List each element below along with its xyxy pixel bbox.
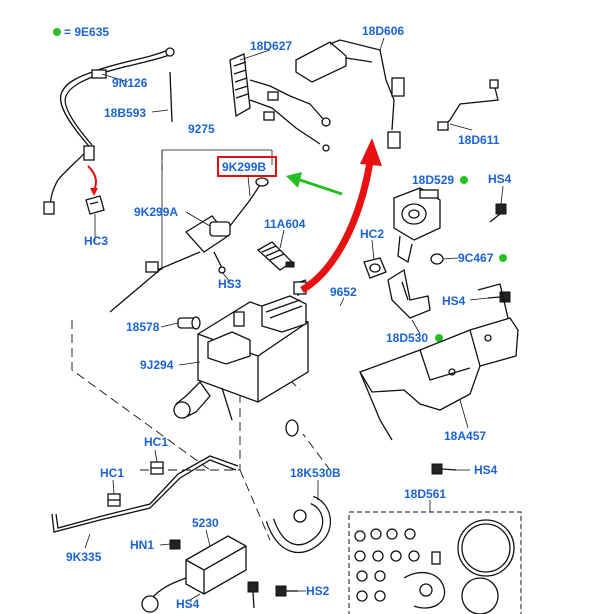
hose-18k530b	[265, 495, 331, 554]
bolt-hs4-d	[247, 581, 259, 609]
label-18d627: 18D627	[250, 39, 292, 53]
label-hs4-d: HS4	[176, 597, 200, 611]
kit-box-18d561	[348, 511, 522, 614]
green-arrow	[299, 178, 343, 196]
muffler-5230	[141, 535, 247, 613]
legend-text: = 9E635	[64, 25, 109, 39]
red-arrow-large	[300, 161, 374, 294]
fuel-pump-assembly	[109, 177, 269, 313]
clip-hc2	[363, 257, 387, 279]
label-9k299b: 9K299B	[222, 160, 266, 174]
label-hn1: HN1	[130, 538, 154, 552]
label-18d606: 18D606	[362, 24, 404, 38]
label-hc1-a: HC1	[144, 435, 168, 449]
label-11a604: 11A604	[264, 217, 306, 231]
heater-unit-9j294	[173, 279, 309, 421]
label-hs4-c: HS4	[474, 463, 498, 477]
label-18b593: 18B593	[104, 106, 146, 120]
label-hc3: HC3	[84, 234, 108, 248]
highlight-box-9k299b	[217, 156, 277, 177]
sensor-18d611	[437, 79, 499, 131]
red-arrow-small	[87, 165, 97, 191]
marker-18d530	[435, 334, 443, 342]
label-hs4-a: HS4	[488, 172, 512, 186]
green-arrow-head	[286, 172, 302, 188]
label-9j294: 9J294	[140, 358, 174, 372]
legend-marker	[53, 28, 61, 36]
bracket-18a457	[359, 283, 519, 441]
leader-lines	[84, 37, 504, 601]
red-arrow-large-head	[360, 138, 382, 166]
label-9275: 9275	[188, 122, 215, 136]
label-18a457: 18A457	[444, 429, 486, 443]
bolt-hs4-b	[487, 291, 511, 303]
clip-hc3	[85, 195, 105, 215]
rod-18b593	[169, 71, 173, 123]
clip-hc1-a	[150, 461, 164, 475]
wiring-harness-18d606	[229, 39, 405, 152]
fuel-line-9k335	[51, 455, 239, 533]
plug-18578	[177, 316, 201, 330]
red-arrow-small-head	[90, 188, 98, 196]
label-18d561: 18D561	[404, 487, 446, 501]
label-hc2: HC2	[360, 227, 384, 241]
label-18k530b: 18K530B	[290, 466, 341, 480]
label-5230: 5230	[192, 516, 219, 530]
label-9652: 9652	[330, 285, 357, 299]
bolt-hs4-a	[489, 203, 507, 223]
label-9c467: 9C467	[458, 251, 494, 265]
bolt-hs4-c	[431, 463, 457, 475]
label-18d530: 18D530	[386, 331, 428, 345]
label-9n126: 9N126	[112, 76, 148, 90]
hose-9652	[285, 299, 346, 437]
coolant-pump-18d529	[393, 187, 441, 264]
clip-hc1-b	[107, 493, 121, 507]
marker-18d529	[460, 176, 468, 184]
glow-plug-11a604	[256, 241, 295, 271]
oring-9c467	[430, 253, 444, 265]
label-18578: 18578	[126, 320, 160, 334]
bolt-hs2	[275, 585, 298, 597]
label-hc1-b: HC1	[100, 466, 124, 480]
label-hs3: HS3	[218, 277, 242, 291]
label-9k299a: 9K299A	[134, 205, 178, 219]
marker-9c467	[499, 254, 507, 262]
bracket-18d530	[387, 268, 431, 319]
label-18d611: 18D611	[458, 133, 500, 147]
label-9k335: 9K335	[66, 550, 102, 564]
label-hs2: HS2	[306, 584, 330, 598]
label-hs4-b: HS4	[442, 294, 466, 308]
nut-hn1	[169, 539, 181, 550]
label-18d529: 18D529	[412, 173, 454, 187]
fuel-line-9n126	[43, 47, 175, 215]
